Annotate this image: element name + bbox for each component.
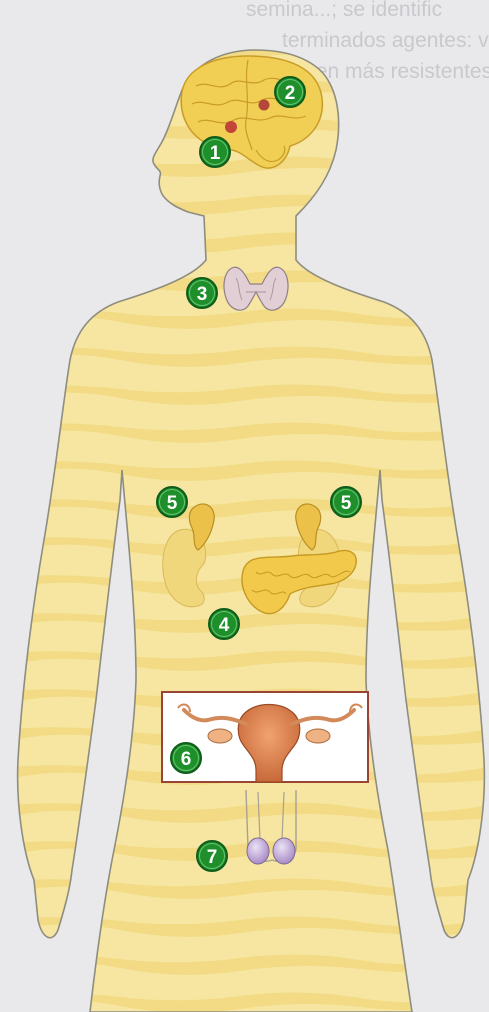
right-ovary xyxy=(306,729,330,743)
pineal-gland xyxy=(259,100,270,111)
marker-label: 2 xyxy=(285,83,296,104)
marker-1: 1 xyxy=(200,137,230,167)
marker-7: 7 xyxy=(197,841,227,871)
marker-2: 2 xyxy=(275,77,305,107)
marker-label: 3 xyxy=(197,284,208,305)
marker-3: 3 xyxy=(187,278,217,308)
marker-4: 4 xyxy=(209,609,239,639)
marker-label: 6 xyxy=(181,749,192,770)
marker-label: 5 xyxy=(167,493,178,514)
marker-label: 1 xyxy=(210,143,221,164)
marker-label: 5 xyxy=(341,493,352,514)
left-ovary xyxy=(208,729,232,743)
pituitary-gland xyxy=(225,121,237,133)
marker-label: 7 xyxy=(207,847,218,868)
right-testis xyxy=(273,838,295,864)
marker-5-right: 5 xyxy=(331,487,361,517)
marker-5-left: 5 xyxy=(157,487,187,517)
left-testis xyxy=(247,838,269,864)
marker-label: 4 xyxy=(219,615,230,636)
body-silhouette xyxy=(18,50,485,1012)
marker-6: 6 xyxy=(171,743,201,773)
